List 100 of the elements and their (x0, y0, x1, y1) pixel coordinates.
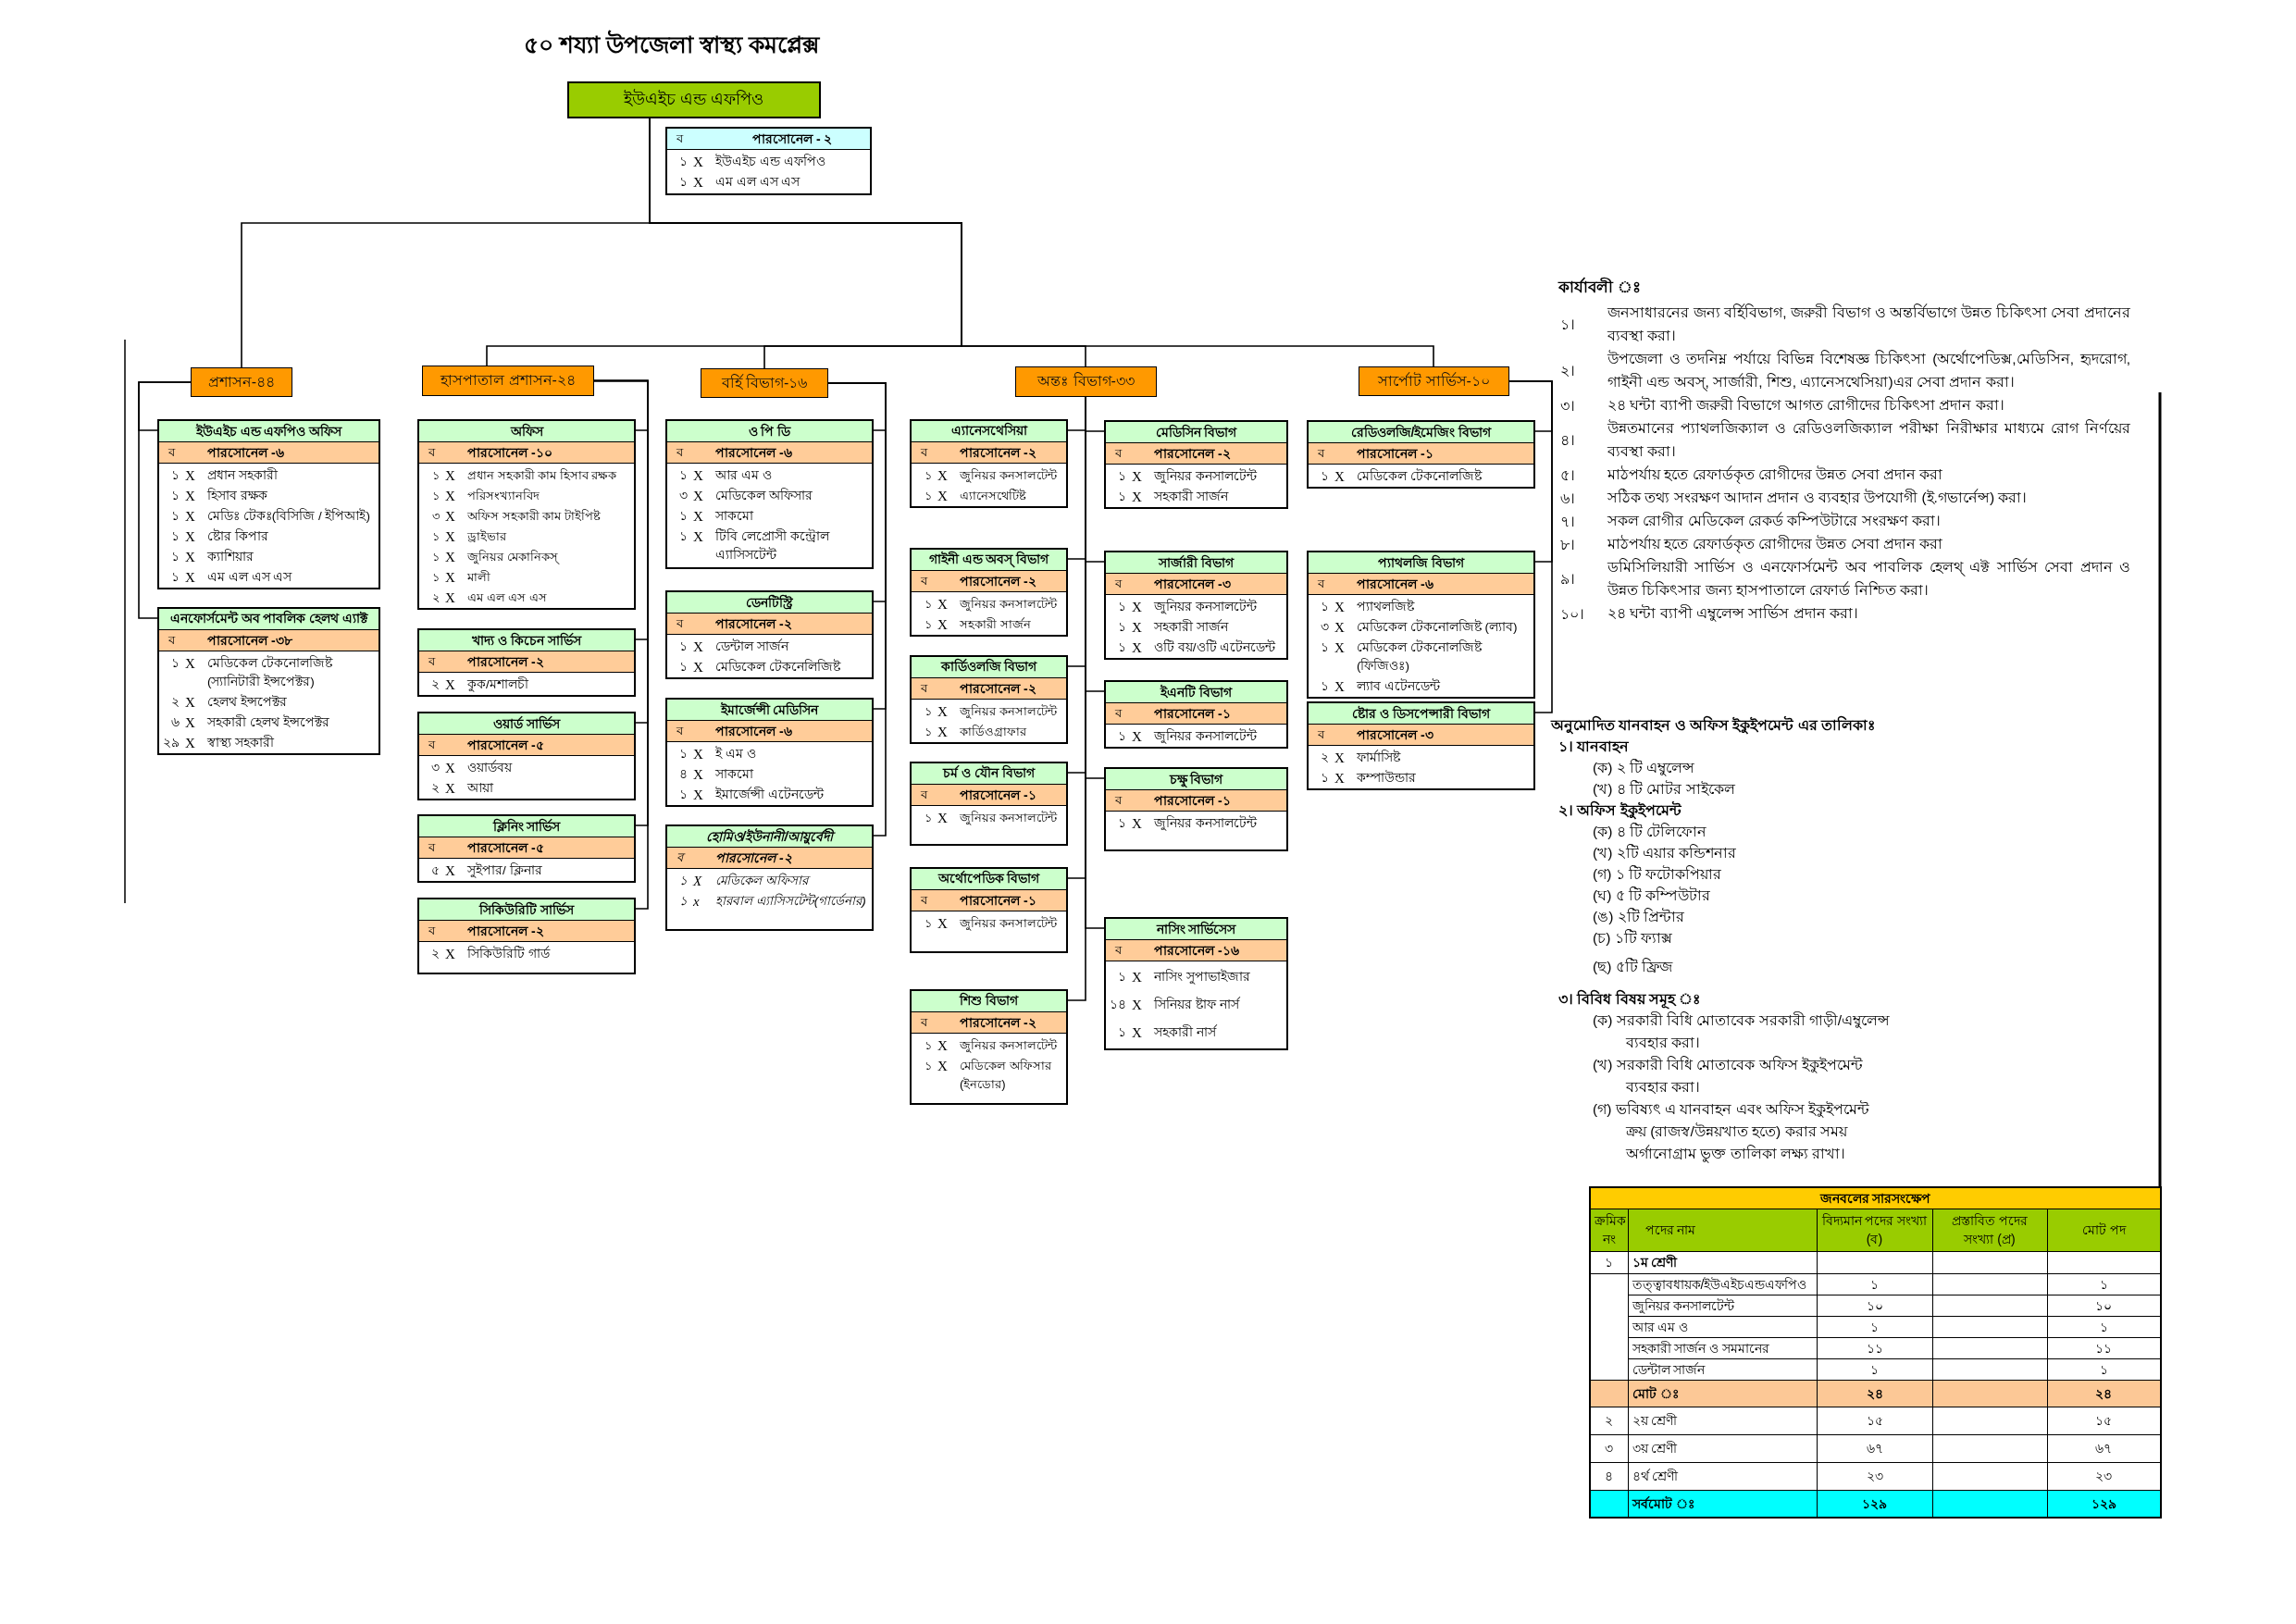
post-name: জুনিয়র কনসালটেন্ট (960, 1037, 1057, 1055)
department-box: প্রশাসন-৪৪ (191, 367, 292, 397)
section-heading: কার্যাবলী ঃ (1558, 276, 1641, 298)
staff-count: ৪ (679, 766, 688, 783)
header-cell: প্রস্তাবিত পদের সংখ্যা (প্র) (1932, 1209, 2047, 1251)
staff-count: ১ (1321, 770, 1329, 787)
personnel-count: পারসোনেল -৫ (467, 839, 544, 857)
post-name: আয়া (467, 780, 493, 797)
post-name: ড্রাইভার (467, 528, 506, 545)
unit-heading: ওয়ার্ড সার্ভিস (419, 713, 634, 735)
table-cell: ১ (1817, 1358, 1932, 1380)
table-cell: ১৫ (1817, 1407, 1932, 1434)
staff-box (1307, 701, 1535, 790)
times-sign: X (1132, 969, 1142, 986)
table-cell: ১ (1590, 1251, 1628, 1273)
staff-count: ১ (925, 488, 932, 504)
column-letter: ব (921, 892, 927, 909)
times-sign: X (185, 694, 195, 712)
times-sign: X (445, 549, 455, 566)
column-letter: ব (1115, 445, 1122, 462)
list-item: (ঘ) ৫ টি কম্পিউটার (1593, 886, 1711, 905)
unit-heading: এনফোর্সমেন্ট অব পাবলিক হেলথ এ্যাক্ট (159, 609, 379, 630)
post-name: মেডিকেল টেকনোলজিষ্ট (ল্যাব) (1357, 618, 1518, 636)
personnel-count: পারসোনেল -২ (960, 1014, 1036, 1032)
staff-count: ১ (925, 467, 932, 484)
personnel-count: পারসোনেল -৩ (1154, 576, 1231, 593)
post-name: জুনিয়র কনসালটেন্ট (960, 810, 1057, 827)
list-number: ৩। (1560, 396, 1575, 415)
list-number: ২। (1560, 361, 1575, 380)
staff-box (665, 824, 874, 931)
header-cell: পদের নাম (1628, 1209, 1817, 1251)
post-name: মেডিঃ টেকঃ(বিসিজি / ইপিআই) (207, 507, 370, 525)
post-name: জুনিয়র কনসালটেন্ট (960, 703, 1057, 721)
department-box: সার্পোট সার্ভিস-১০ (1359, 366, 1509, 396)
post-name: জুনিয়র কনসালটেন্ট (1154, 467, 1257, 486)
times-sign: X (1334, 599, 1345, 616)
column-letter: ব (168, 632, 175, 649)
staff-count: ১ (432, 528, 440, 545)
department-box: অন্তঃ বিভাগ-৩৩ (1015, 366, 1157, 397)
post-name: নাসিং সুপাভাইজার (1154, 968, 1250, 986)
staff-count: ১ (432, 488, 440, 504)
post-name: জুনিয়র কনসালটেন্ট (960, 596, 1057, 614)
staff-count: ১ (679, 893, 688, 910)
personnel-count: পারসোনেল -৩৮ (207, 632, 292, 650)
staff-count: ২ (171, 694, 180, 711)
staff-count: ২ (431, 946, 440, 962)
staff-box (910, 762, 1068, 846)
unit-heading: নাসিং সার্ভিসেস (1106, 919, 1286, 940)
table-title: জনবলের সারসংক্ষেপ (1590, 1187, 2162, 1209)
header-cell: ক্রমিক নং (1590, 1209, 1628, 1251)
times-sign: X (937, 724, 948, 741)
times-sign: X (693, 787, 703, 804)
table-cell: ২৩ (1817, 1462, 1932, 1490)
post-name: সহকারী সার্জন (1154, 488, 1228, 505)
column-letter: ব (921, 573, 927, 589)
post-name: এম এল এস এস (467, 589, 547, 606)
staff-box (1104, 551, 1288, 660)
table-cell: ১ (1817, 1273, 1932, 1295)
staff-count: ১ (432, 569, 440, 586)
times-sign: X (937, 915, 948, 933)
times-sign: X (693, 174, 703, 192)
times-sign: X (693, 659, 703, 676)
staff-box (1104, 767, 1288, 851)
times-sign: X (445, 569, 455, 587)
unit-heading: কার্ডিওলজি বিভাগ (912, 657, 1066, 678)
list-number: ৬। (1560, 489, 1575, 507)
unit-heading: হোমিও/ইউনানী/আয়ুর্বেদী (667, 826, 872, 848)
table-cell: ২য় শ্রেণী (1628, 1407, 1817, 1434)
list-number: ৮। (1560, 535, 1575, 553)
post-name: মেডিকেল টেকনোলজিষ্ট (1357, 467, 1482, 485)
staff-count: ১ (679, 638, 688, 655)
post-name: ওটি বয়/ওটি এটেনডেন্ট (1154, 638, 1276, 656)
list-number: ৯। (1560, 569, 1575, 589)
personnel-count: পারসোনেল -১ (1154, 792, 1231, 810)
column-letter: ব (921, 680, 927, 697)
times-sign: X (1334, 750, 1345, 767)
times-sign: X (693, 467, 703, 485)
staff-box (157, 607, 380, 755)
personnel-count: পারসোনেল -৬ (207, 444, 284, 462)
table-cell: ১১ (1817, 1337, 1932, 1358)
staff-box (910, 655, 1068, 744)
duty-text: মাঠপর্যায় হতে রেফার্ডকৃত রোগীদের উন্নত সেবা প্রদান করা (1607, 465, 1943, 486)
post-name: ক্যাশিয়ার (207, 548, 254, 565)
times-sign: X (1334, 770, 1345, 787)
connector-line (1508, 380, 1553, 713)
department-box: হাসপাতাল প্রশাসন-২৪ (422, 366, 594, 396)
times-sign: X (1132, 728, 1142, 746)
post-name: জুনিয়র কনসালটেন্ট (1154, 598, 1257, 616)
unit-heading: ইউএইচ এন্ড এফপিও অফিস (159, 421, 379, 442)
staff-count: ৩ (432, 508, 440, 525)
times-sign: X (185, 714, 195, 732)
staff-box (910, 989, 1068, 1105)
staff-count: ১ (1118, 728, 1126, 745)
times-sign: X (445, 508, 455, 526)
staff-count: ১ (679, 528, 688, 545)
personnel-count: পারসোনেল -২ (467, 923, 544, 940)
staff-box (417, 628, 636, 697)
personnel-count: পারসোনেল -১ (960, 892, 1036, 910)
personnel-count: পারসোনেল -১০ (467, 444, 552, 462)
times-sign: X (693, 528, 703, 546)
